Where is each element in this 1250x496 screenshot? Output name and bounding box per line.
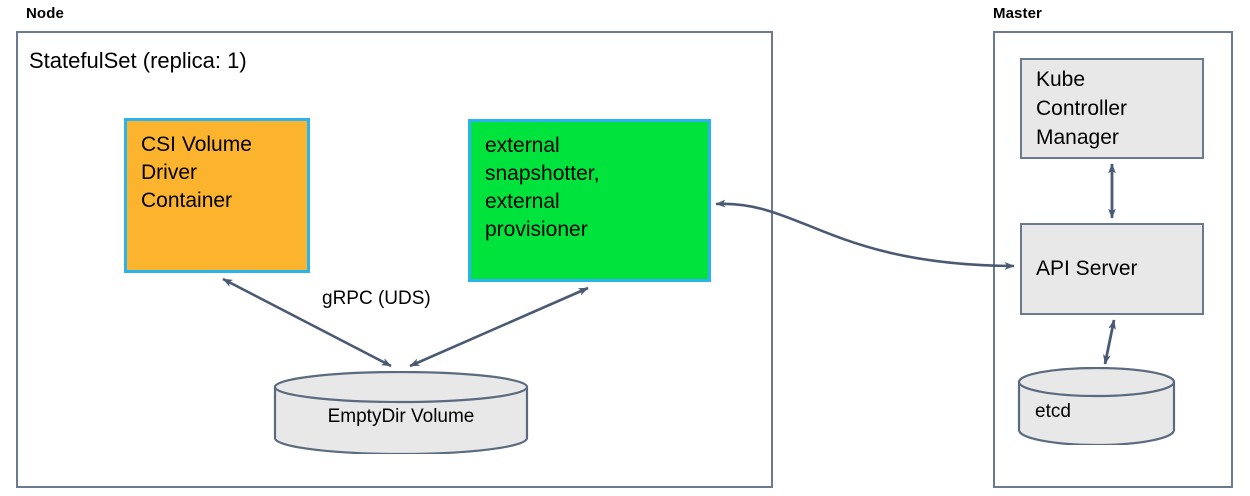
- grpc-uds-edge-label: gRPC (UDS): [322, 288, 431, 309]
- statefulset-title: StatefulSet (replica: 1): [29, 48, 247, 73]
- kube-controller-manager-label: Kube Controller Manager: [1036, 68, 1128, 149]
- master-group-label: Master: [993, 5, 1042, 22]
- api-server-box[interactable]: API Server: [1020, 223, 1204, 315]
- etcd-label: etcd: [1035, 401, 1071, 422]
- cylinder-shape: [273, 370, 529, 456]
- node-group-label: Node: [26, 5, 64, 22]
- csi-volume-driver-container-label: CSI Volume Driver Container: [141, 133, 252, 212]
- emptydir-volume-cylinder[interactable]: EmptyDir Volume: [273, 370, 529, 456]
- api-server-label: API Server: [1036, 256, 1138, 280]
- external-sidecars-label: external snapshotter, external provision…: [485, 134, 600, 241]
- kube-controller-manager-box[interactable]: Kube Controller Manager: [1020, 58, 1204, 159]
- emptydir-volume-label: EmptyDir Volume: [327, 406, 475, 427]
- csi-volume-driver-container-box[interactable]: CSI Volume Driver Container: [124, 118, 310, 273]
- external-sidecars-box[interactable]: external snapshotter, external provision…: [468, 119, 711, 282]
- cylinder-shape: [1017, 366, 1176, 447]
- etcd-cylinder[interactable]: etcd: [1017, 366, 1176, 447]
